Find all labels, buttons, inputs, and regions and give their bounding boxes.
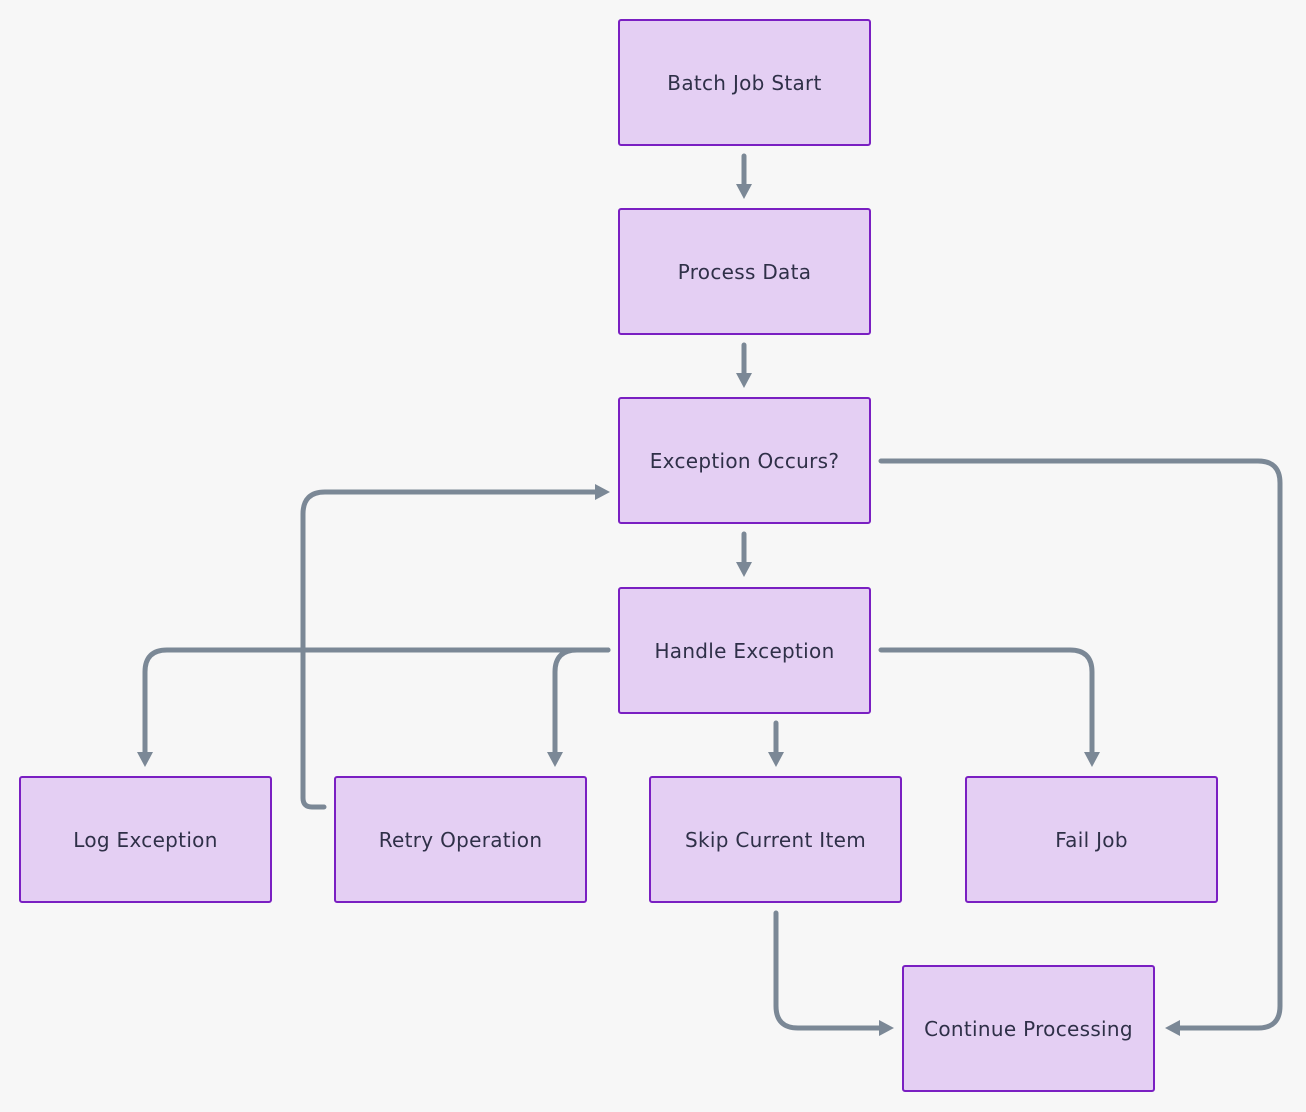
node-label: Handle Exception xyxy=(654,638,835,663)
node-log-exception: Log Exception xyxy=(19,776,272,903)
node-exception-occurs: Exception Occurs? xyxy=(618,397,871,524)
node-label: Continue Processing xyxy=(924,1016,1133,1041)
node-continue-processing: Continue Processing xyxy=(902,965,1155,1092)
node-batch-job-start: Batch Job Start xyxy=(618,19,871,146)
node-process-data: Process Data xyxy=(618,208,871,335)
edge-retry-operation-to-exception-occurs xyxy=(300,484,610,810)
node-label: Fail Job xyxy=(1055,827,1128,852)
edge-handle-exception-to-retry-operation xyxy=(547,647,611,767)
edge-exception-occurs-to-handle-exception xyxy=(736,531,752,577)
edge-handle-exception-to-log-exception xyxy=(137,647,611,767)
edge-handle-exception-to-skip-current-item xyxy=(768,720,784,767)
edge-batch-start-to-process-data xyxy=(736,153,752,199)
edge-exception-occurs-to-continue-processing xyxy=(878,458,1283,1036)
node-retry-operation: Retry Operation xyxy=(334,776,587,903)
node-handle-exception: Handle Exception xyxy=(618,587,871,714)
node-label: Exception Occurs? xyxy=(649,448,840,473)
edge-handle-exception-to-fail-job xyxy=(878,647,1100,767)
node-label: Retry Operation xyxy=(378,827,543,852)
edge-process-data-to-exception-occurs xyxy=(736,342,752,388)
node-label: Process Data xyxy=(677,259,812,284)
node-fail-job: Fail Job xyxy=(965,776,1218,903)
node-label: Skip Current Item xyxy=(685,827,866,852)
node-label: Batch Job Start xyxy=(667,70,822,95)
node-label: Log Exception xyxy=(73,827,218,852)
node-skip-current-item: Skip Current Item xyxy=(649,776,902,903)
edge-skip-current-item-to-continue-processing xyxy=(773,910,894,1036)
